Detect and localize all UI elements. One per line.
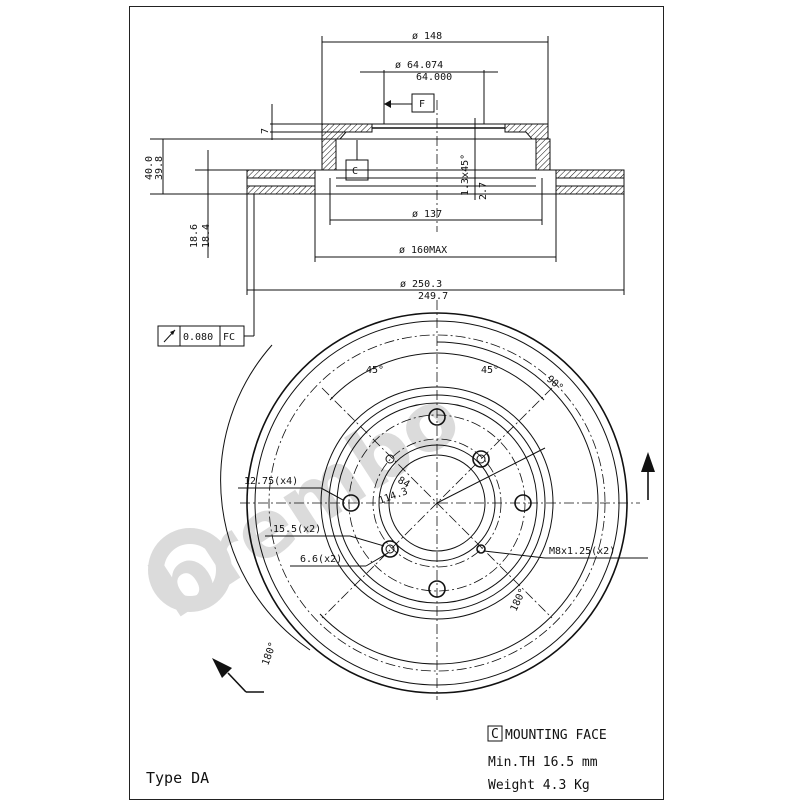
arc-180-left — [220, 344, 311, 651]
label-pcd-84: 84 — [396, 475, 412, 491]
weight: Weight 4.3 Kg — [488, 778, 590, 793]
label-hole-15-5: 15.5(x2) — [273, 524, 321, 535]
datum-f-box — [411, 93, 435, 113]
section-arrow-up-icon — [641, 452, 655, 500]
ring-right-inner-plate — [555, 185, 625, 195]
bolt-hole — [428, 580, 446, 598]
disc-type: Type DA — [146, 769, 209, 787]
arc-45-left — [329, 352, 438, 401]
dim-d160max: ø 160MAX — [399, 245, 447, 256]
label-angle-180-right: 180° — [509, 587, 529, 613]
locating-hole-core — [385, 544, 395, 554]
runout-icon — [163, 329, 176, 343]
dim-height-39-8: 39.8 — [154, 156, 165, 180]
ring-left-vent — [246, 177, 316, 187]
hat-left-wall — [321, 138, 337, 171]
front-view: 45° 45° 90° 180° 180° 12.75(x4) 15.5(x2)… — [212, 300, 655, 700]
notes-block: C MOUNTING FACE Min.TH 16.5 mm Weight 4.… — [146, 725, 607, 793]
label-thread-m8: M8x1.25(x2) — [549, 546, 615, 557]
tolerance-value: 0.080 — [183, 332, 213, 343]
mounting-face-marker-box — [487, 725, 503, 742]
leader-12-75-b — [320, 487, 344, 501]
leader-15-5-b — [349, 535, 385, 547]
locating-hole-large — [381, 540, 399, 558]
dim-thick-2-7: 2.7 — [478, 182, 489, 200]
tolerance-ref: FC — [223, 332, 235, 343]
ring-right-outer-plate — [555, 169, 625, 179]
watermark-group: brembo — [135, 369, 476, 636]
dim-d64-000: 64.000 — [416, 72, 452, 83]
arc-45-right — [436, 352, 545, 401]
mounting-face-marker: C — [491, 727, 499, 742]
dim-height-7: 7 — [260, 128, 271, 134]
threaded-hole-core — [476, 454, 486, 464]
mounting-face-label: MOUNTING FACE — [505, 728, 607, 743]
label-hole-12-75: 12.75(x4) — [244, 476, 298, 487]
datum-f-arrow — [384, 100, 391, 108]
dim-height-18-4: 18.4 — [201, 224, 212, 248]
label-hole-6-6: 6.6(x2) — [300, 554, 342, 565]
label-angle-45-left: 45° — [366, 365, 384, 376]
bolt-hole — [342, 494, 360, 512]
min-thickness: Min.TH 16.5 mm — [488, 755, 598, 770]
bolt-hole — [514, 494, 532, 512]
dim-d249-7: 249.7 — [418, 291, 448, 302]
arc-90 — [436, 341, 599, 504]
watermark-logo-icon — [148, 528, 232, 612]
dim-d250-3: ø 250.3 — [400, 279, 442, 290]
dim-d64-074: ø 64.074 — [395, 60, 443, 71]
leader-6-6-b — [365, 552, 389, 567]
datum-c-label: C — [352, 166, 358, 177]
label-angle-180-left: 180° — [260, 641, 279, 667]
label-angle-45-right: 45° — [481, 365, 499, 376]
dim-d148: ø 148 — [412, 31, 442, 42]
bolt-holes — [342, 408, 532, 598]
ring-left-outer-plate — [246, 169, 316, 179]
m8-hole — [476, 544, 486, 554]
hat-right-wall — [535, 138, 551, 171]
ring-left-inner-plate — [246, 185, 316, 195]
threaded-hole-large — [472, 450, 490, 468]
hat-right-top — [504, 123, 549, 140]
section-view: ø 148 ø 64.074 64.000 F C 7 40.0 39.8 18… — [144, 31, 625, 347]
leader-m8 — [483, 550, 546, 559]
bolt-hole — [428, 408, 446, 426]
ring-right-vent — [555, 177, 625, 187]
section-arrow-down-left-icon — [212, 658, 264, 693]
dim-height-18-6: 18.6 — [189, 224, 200, 248]
dim-chamfer: 1.3x45° — [460, 154, 471, 196]
dim-d137: ø 137 — [412, 209, 442, 220]
angle-leader-ray — [436, 447, 546, 504]
arc-180-right — [319, 502, 599, 665]
small-hole — [385, 454, 395, 464]
datum-f-label: F — [419, 99, 425, 110]
dim-height-40: 40.0 — [144, 156, 155, 180]
